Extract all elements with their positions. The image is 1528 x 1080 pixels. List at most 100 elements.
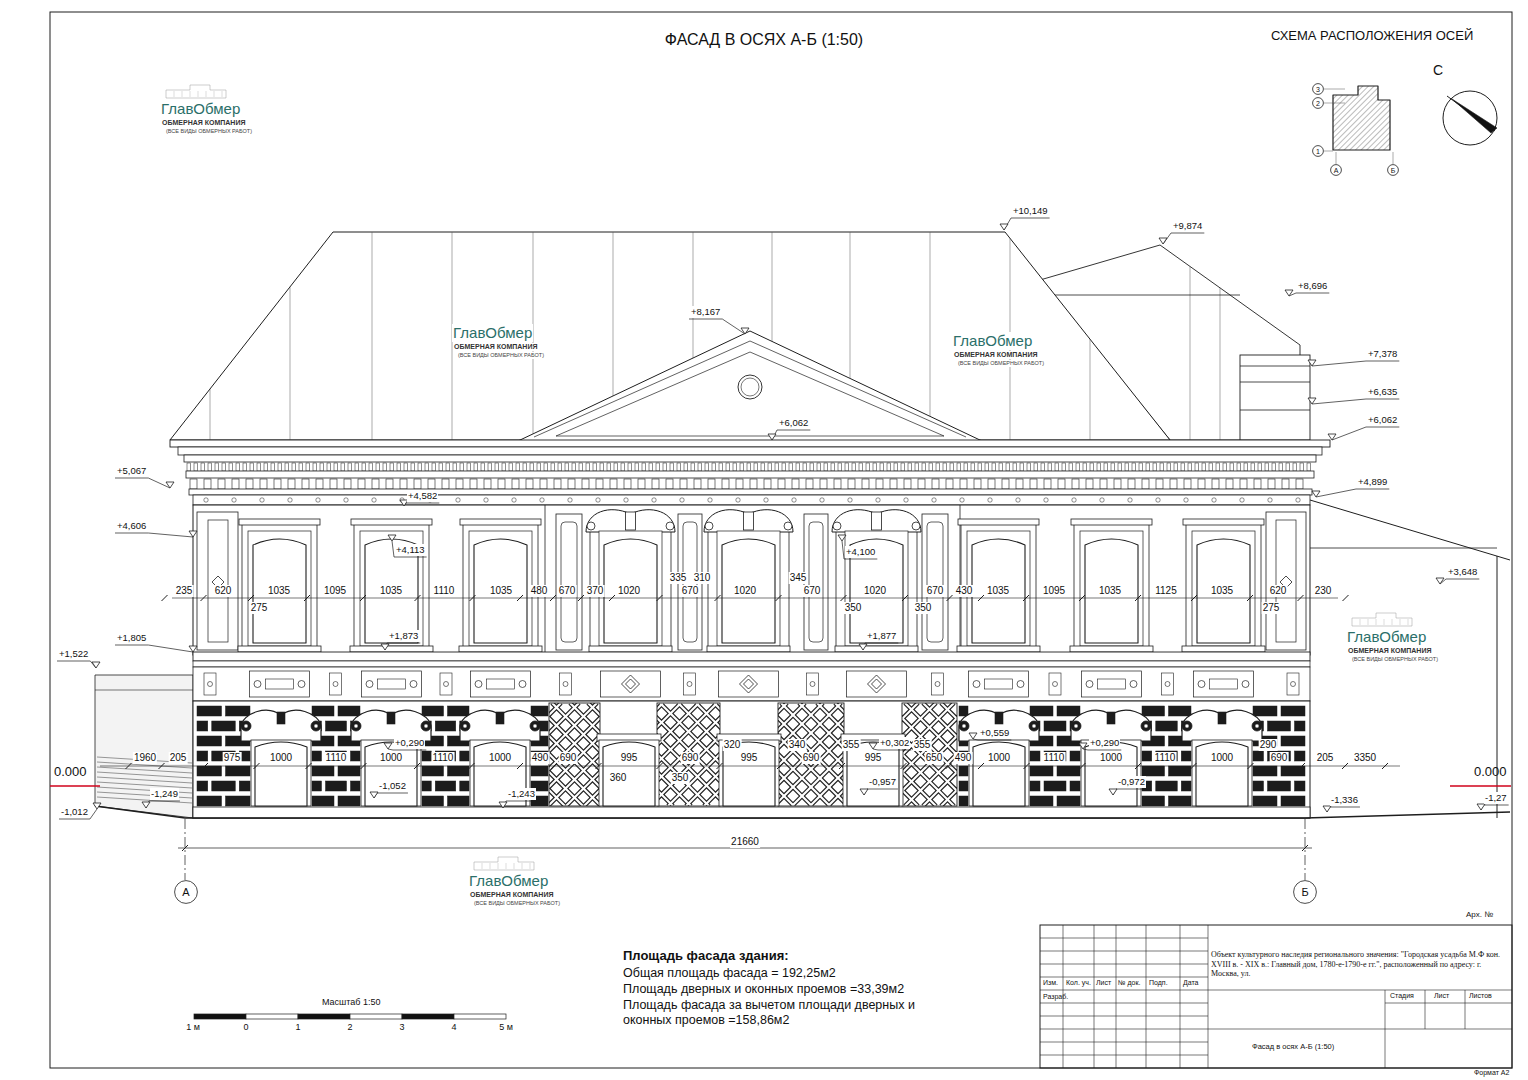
dimension-label: 1020: [733, 585, 757, 597]
lattice-bar: [902, 703, 918, 806]
rosette: [848, 498, 852, 502]
rustication-block: [338, 796, 360, 806]
dentil: [1244, 463, 1248, 471]
window-opening: [603, 742, 655, 806]
elevation-triangle: [869, 743, 877, 749]
rustication-block: [226, 796, 251, 806]
window-architrave: [463, 524, 538, 650]
window-sill: [589, 646, 672, 652]
dimension-tick: [306, 763, 312, 769]
axis-circle-outline: [1313, 98, 1324, 109]
pilaster-panel: [561, 522, 577, 642]
frieze-block: [1049, 673, 1061, 695]
dentil: [453, 463, 457, 471]
lattice-bar: [657, 703, 681, 806]
dimension-tick: [946, 763, 952, 769]
dentil: [1006, 463, 1010, 471]
dentil: [194, 463, 198, 471]
elevation-mark: +5,067: [116, 465, 147, 477]
dentil: [887, 463, 891, 471]
dimension-tick: [550, 595, 556, 601]
elevation-triangle: [92, 662, 100, 668]
elevation-triangle: [860, 789, 868, 795]
scroll: [1032, 724, 1036, 728]
elevation-triangle: [1079, 743, 1087, 749]
dentil: [684, 463, 688, 471]
title-block-line: [1040, 977, 1208, 978]
dentil: [950, 463, 954, 471]
lattice-frame: [778, 703, 844, 806]
annex-wall: [95, 675, 193, 818]
dentil: [509, 463, 513, 471]
dimension-tick: [304, 595, 310, 601]
rosette: [260, 498, 264, 502]
sheet-name: Фасад в осях А-Б (1:50): [1252, 1042, 1334, 1051]
elevation-shelf: [406, 503, 439, 504]
watermark-text: ОБМЕРНАЯ КОМПАНИЯ: [161, 119, 246, 127]
lattice-bar: [941, 703, 957, 806]
dentil: [271, 463, 275, 471]
dentil: [544, 463, 548, 471]
elevation-shelf: [115, 533, 148, 534]
round-ornament: [208, 682, 213, 687]
dentil: [586, 463, 590, 471]
lattice-bar: [696, 703, 720, 806]
modillion: [1002, 479, 1009, 489]
elevation-triangle: [1312, 491, 1320, 497]
dimension-tick: [1191, 763, 1197, 769]
elevation-shelf: [1296, 293, 1329, 294]
lattice-bar: [549, 703, 600, 806]
dimension-tick: [126, 763, 132, 769]
modillion: [722, 479, 729, 489]
title-block-line: [1040, 1003, 1208, 1004]
rustication-block: [326, 781, 347, 791]
drawing-line: [1310, 548, 1497, 549]
dentil: [1195, 463, 1199, 471]
dentil: [880, 463, 884, 471]
watermark-text: (ВСЕ ВИДЫ ОБМЕРНЫХ РАБОТ): [473, 900, 561, 907]
dentil: [257, 463, 261, 471]
watermark-icon: [1368, 619, 1369, 625]
elevation-mark: +1,805: [116, 632, 147, 644]
title-block-line: [1180, 925, 1181, 1068]
window-opening: [253, 539, 306, 643]
window-opening: [255, 742, 307, 806]
modillion: [1114, 479, 1121, 489]
window-cap: [239, 519, 320, 525]
dimension-label: 1110: [325, 752, 348, 764]
rustication-block: [448, 796, 470, 806]
dentil: [1209, 463, 1213, 471]
rustication-block: [1169, 706, 1192, 716]
rustication-block: [959, 796, 968, 806]
round-ornament: [1086, 681, 1093, 688]
axis-circle-outline: [1294, 881, 1317, 904]
elevation-mark: -1,336: [1330, 794, 1359, 806]
dentil: [656, 463, 660, 471]
plan-outline: [1333, 86, 1390, 150]
dentil: [558, 463, 562, 471]
dentil: [768, 463, 772, 471]
elevation-leader: [392, 541, 394, 557]
dentil: [572, 463, 576, 471]
dentil: [901, 463, 905, 471]
lattice-bar: [549, 703, 600, 806]
window-opening: [973, 742, 1025, 806]
lattice-bar: [778, 703, 844, 806]
elevation-mark: +1,877: [866, 630, 897, 642]
dentil: [1160, 463, 1164, 471]
scroll: [1141, 721, 1151, 731]
scroll: [1252, 721, 1262, 731]
dentil: [1216, 463, 1220, 471]
scale-number: 4: [451, 1022, 456, 1033]
frieze-band: [193, 667, 1310, 701]
dentil: [397, 463, 401, 471]
rosette: [1016, 498, 1020, 502]
dimension-label: 205: [1316, 752, 1335, 764]
scroll: [1074, 724, 1078, 728]
watermark-icon: [190, 91, 191, 97]
elevation-triangle: [370, 792, 378, 798]
rustication-block: [1142, 796, 1165, 806]
window-opening: [365, 742, 417, 806]
dentil: [425, 463, 429, 471]
elevation-shelf: [1171, 233, 1204, 234]
